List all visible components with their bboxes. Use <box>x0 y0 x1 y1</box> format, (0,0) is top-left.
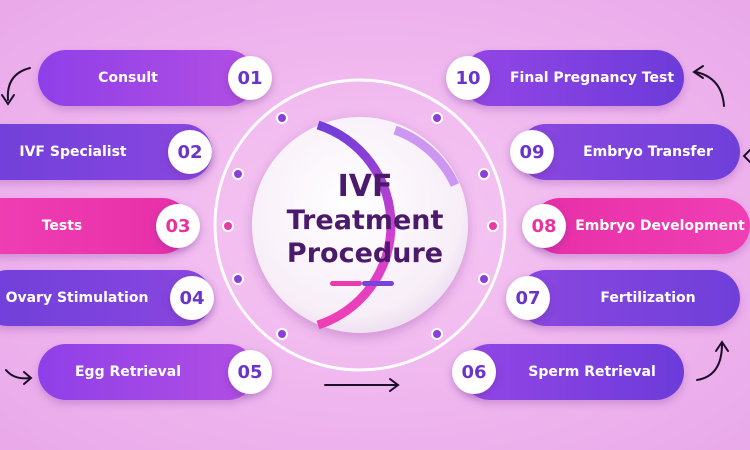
outer-ring <box>213 78 507 372</box>
step-badge-05: 05 <box>228 350 272 394</box>
step-badge-07: 07 <box>506 276 550 320</box>
title-line-1: IVF <box>337 169 393 204</box>
step-pill-09: Embryo Transfer <box>518 124 740 180</box>
step-badge-10: 10 <box>446 56 490 100</box>
step-pill-08: Embryo Development <box>532 198 750 254</box>
ring-connectors <box>222 112 499 340</box>
step-label-07: Fertilization <box>600 290 696 306</box>
step-label-05: Egg Retrieval <box>74 364 182 380</box>
step-label-01: Consult <box>98 70 158 86</box>
step-label-08: Embryo Development <box>575 218 745 234</box>
step-pill-10: Final Pregnancy Test <box>462 50 684 106</box>
step-pill-06: Sperm Retrieval <box>462 344 684 400</box>
step-label-04: Ovary Stimulation <box>5 290 149 306</box>
step-badge-01: 01 <box>228 56 272 100</box>
step-badge-03: 03 <box>156 204 200 248</box>
progress-arc <box>316 120 396 330</box>
step-label-09: Embryo Transfer <box>583 144 713 160</box>
step-badge-08: 08 <box>522 204 566 248</box>
step-label-02: IVF Specialist <box>19 144 127 160</box>
title-underline-pink <box>330 281 362 286</box>
diagram-title: IVF Treatment Procedure <box>270 170 460 270</box>
title-underline-purple <box>362 281 394 286</box>
step-label-10: Final Pregnancy Test <box>509 70 675 86</box>
step-pill-07: Fertilization <box>518 270 740 326</box>
title-line-3: Procedure <box>286 238 444 269</box>
step-badge-09: 09 <box>510 130 554 174</box>
progress-arc-light <box>393 125 460 187</box>
step-badge-02: 02 <box>168 130 212 174</box>
step-pill-01: Consult <box>38 50 256 106</box>
flow-arrows <box>1 65 750 392</box>
step-label-03: Tests <box>41 218 83 234</box>
step-badge-04: 04 <box>170 276 214 320</box>
step-badge-06: 06 <box>452 350 496 394</box>
step-label-06: Sperm Retrieval <box>528 364 656 380</box>
title-line-2: Treatment <box>286 205 444 236</box>
center-disc <box>252 117 468 333</box>
step-pill-05: Egg Retrieval <box>38 344 256 400</box>
